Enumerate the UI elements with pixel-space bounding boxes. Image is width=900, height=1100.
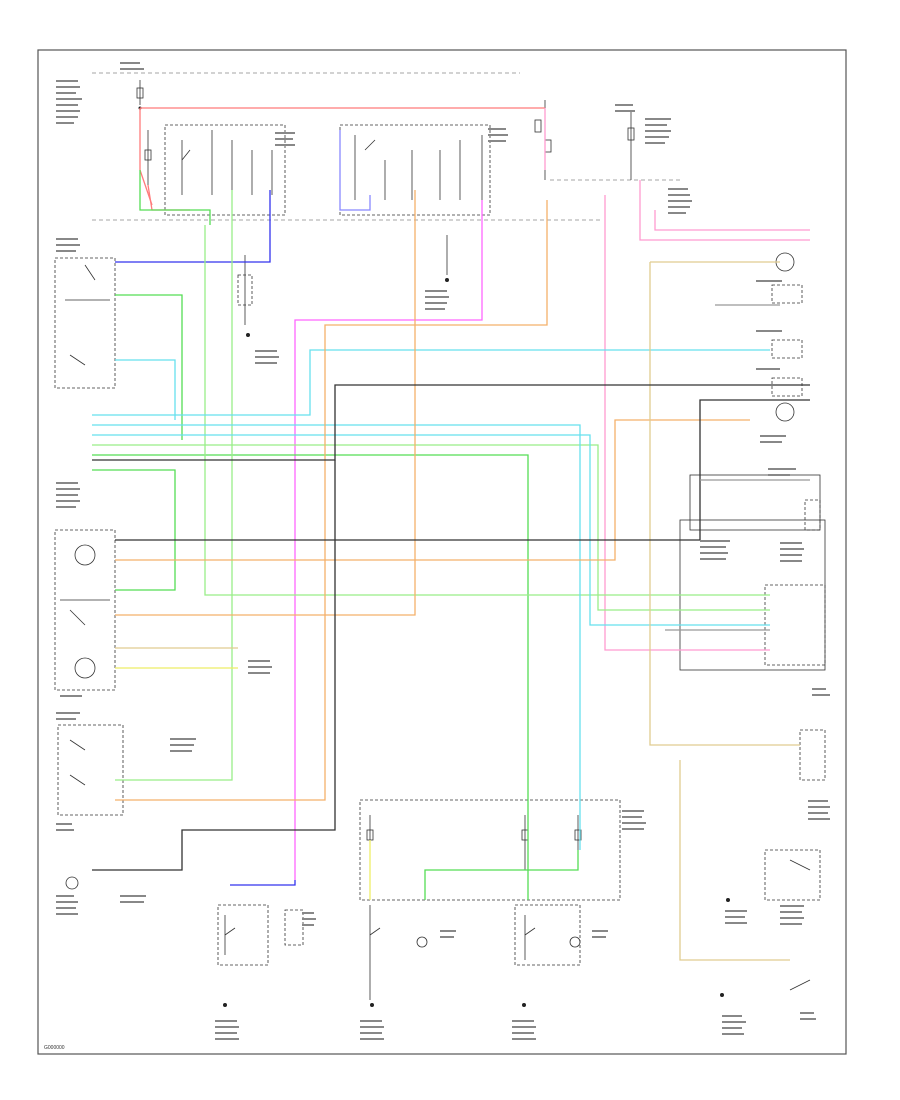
headlight-switch-block <box>57 724 124 816</box>
wiper-motor-block <box>54 529 116 691</box>
fuse-block-left <box>136 80 152 185</box>
footer-code: G000000 <box>44 1045 65 1051</box>
connector-block-right-3 <box>799 729 826 781</box>
washer-switch-block <box>54 257 116 389</box>
switch-right-bottom <box>726 849 821 902</box>
diagram-frame <box>37 49 847 1055</box>
relay-switch-group-1 <box>164 124 286 216</box>
lamp-left-bottom <box>65 876 79 890</box>
ground-symbol-1 <box>237 255 253 337</box>
right-lamp-2 <box>771 339 803 422</box>
label-marks <box>56 62 830 1040</box>
switch-brake <box>720 979 811 997</box>
bottom-lamp-left <box>217 904 304 1007</box>
ground-symbol-2 <box>445 235 449 282</box>
connector-block-right-1 <box>689 474 821 531</box>
bottom-lamp-center <box>369 905 428 1007</box>
bottom-lamp-right <box>514 904 581 1007</box>
